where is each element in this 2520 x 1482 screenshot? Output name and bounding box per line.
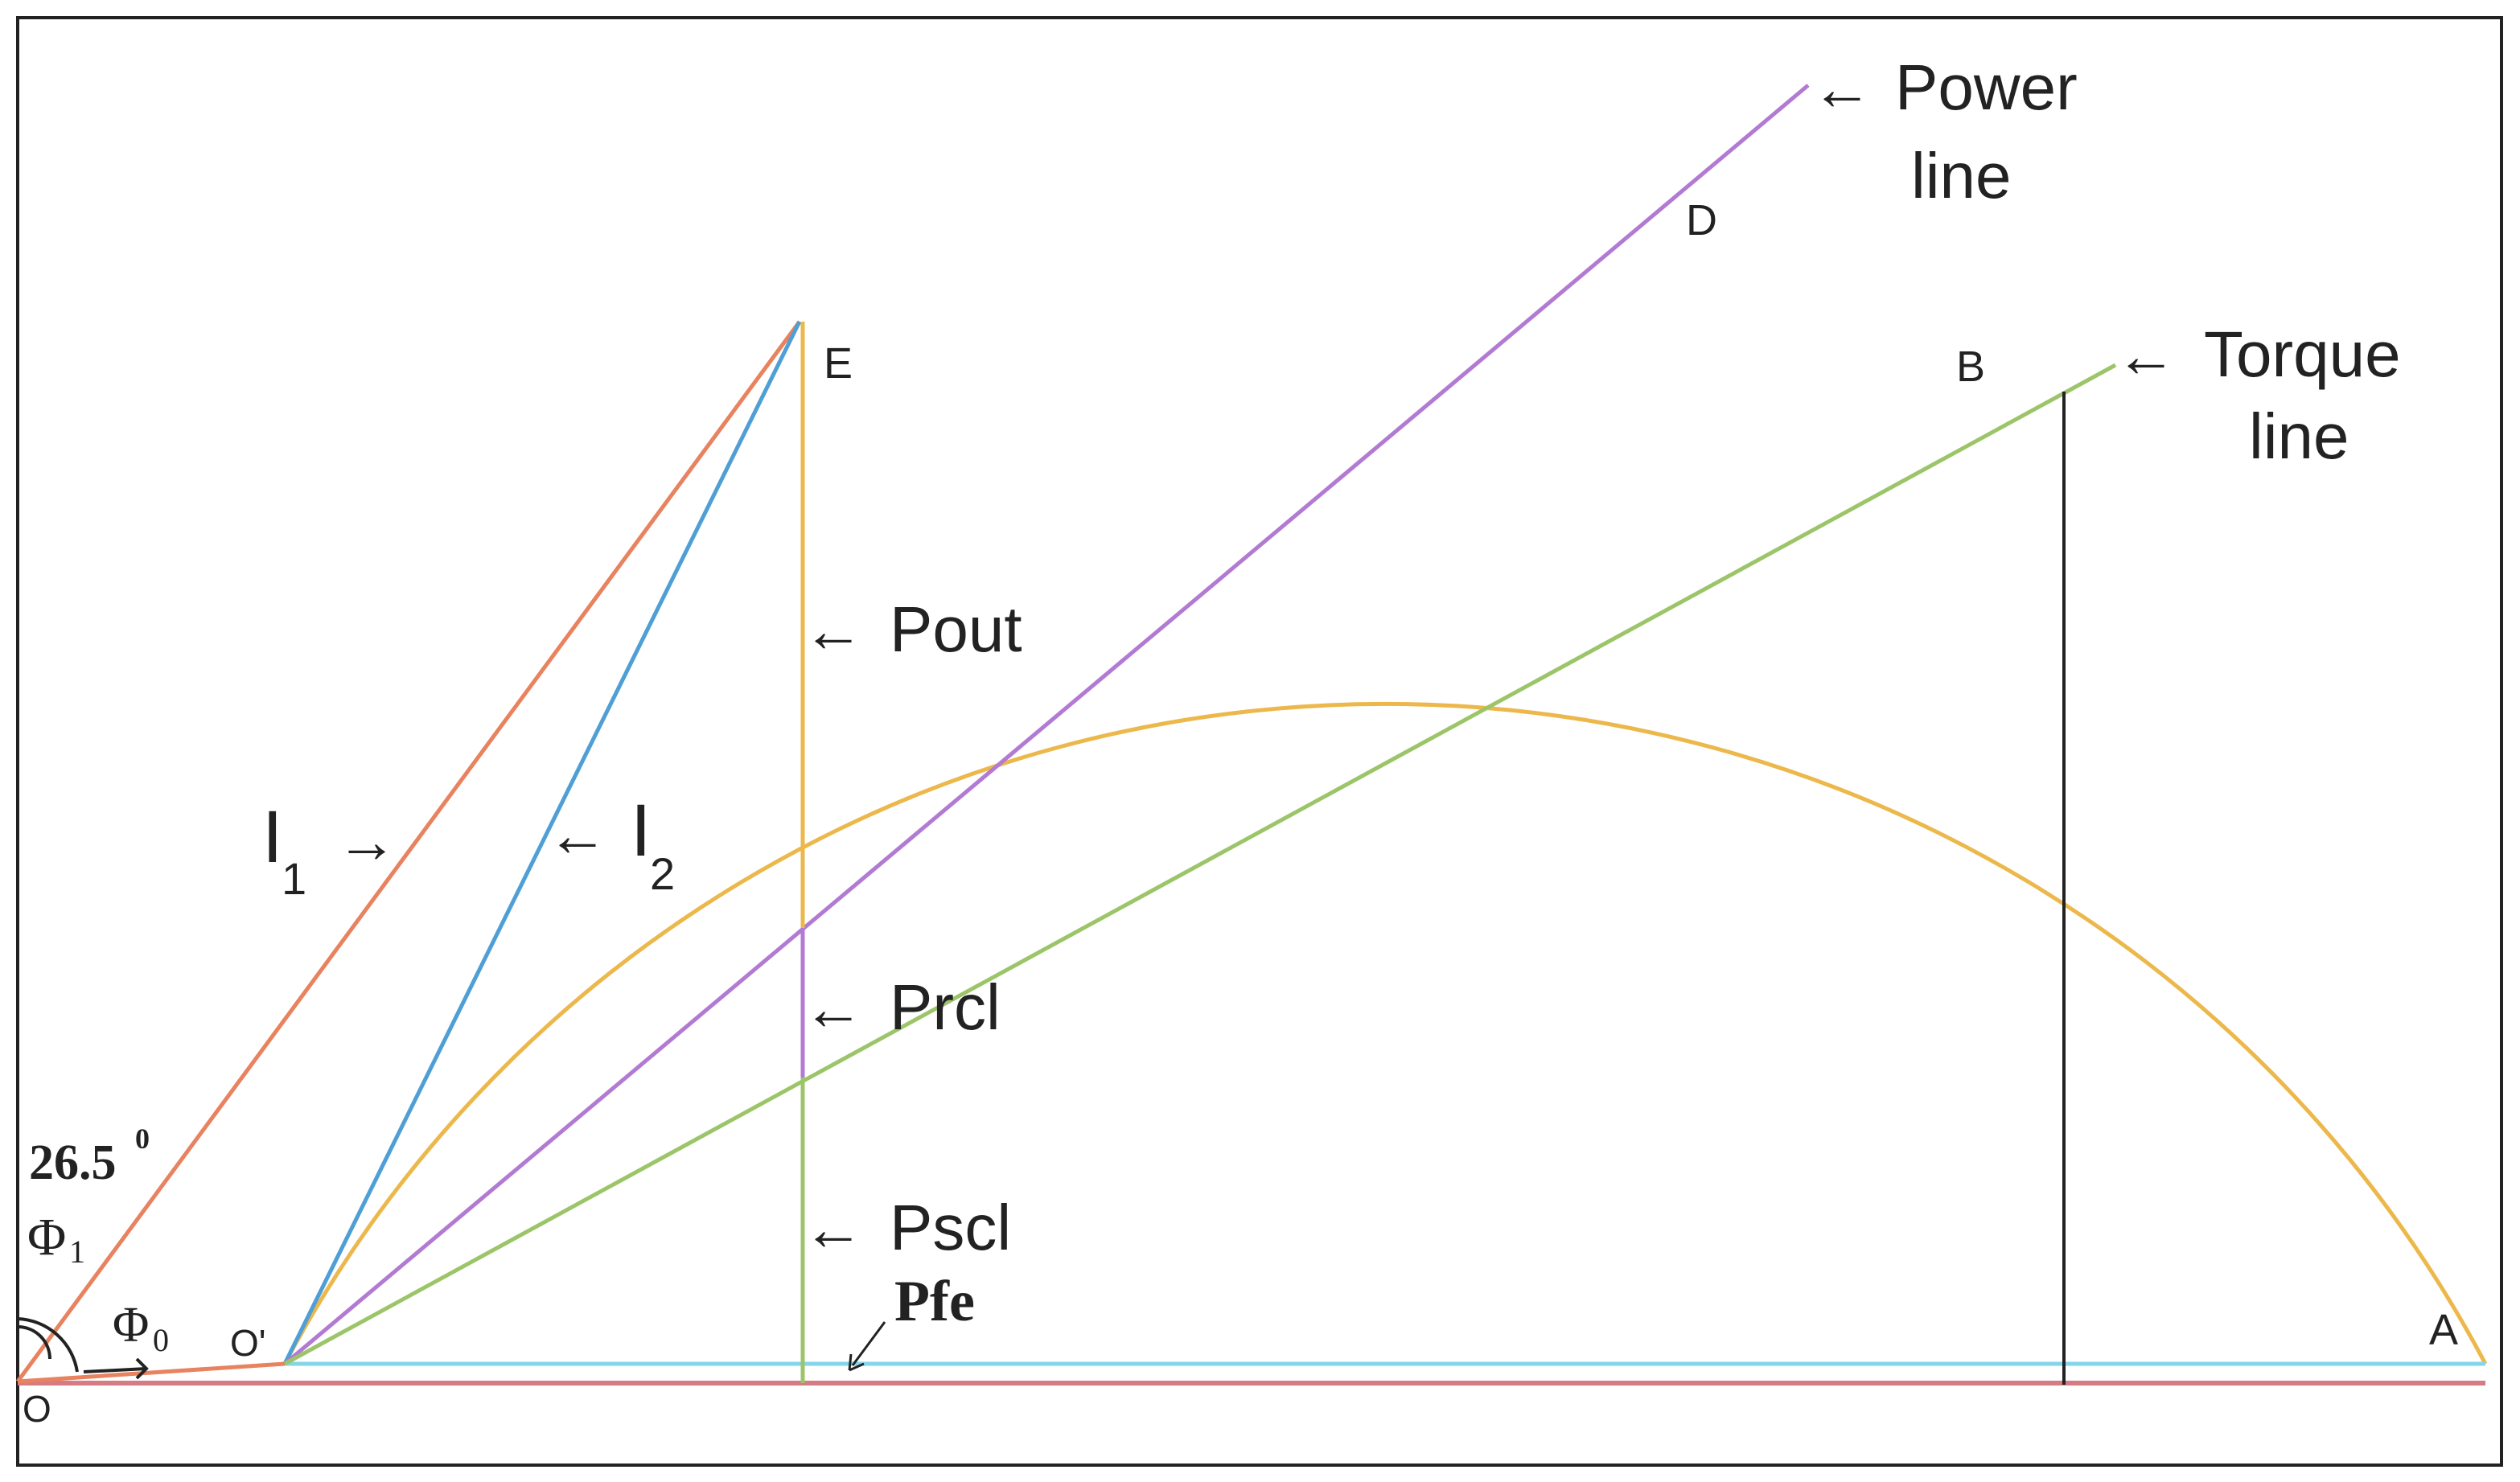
phi1-label: Φ <box>27 1208 66 1266</box>
pscl-arrow: ← <box>803 1195 864 1263</box>
i1-label: I <box>262 796 283 878</box>
torque-line <box>283 363 2117 1366</box>
i1-arrow: → <box>336 807 397 876</box>
phi0-arrow <box>83 1357 149 1380</box>
power-line-arrow: ← <box>1811 55 1873 123</box>
i1-subscript: 1 <box>282 853 306 904</box>
current-locus-semicircle <box>282 701 2488 1365</box>
point-a-label: A <box>2429 1306 2458 1354</box>
pout-arrow: ← <box>803 597 864 665</box>
angle-value-label: 26.5 <box>29 1135 117 1190</box>
i2-subscript: 2 <box>650 848 675 899</box>
phi1-subscript: 1 <box>69 1234 85 1270</box>
torque-line-label-2: line <box>2249 400 2349 472</box>
torque-line-arrow: ← <box>2115 322 2177 390</box>
phi0-angle-arc <box>17 1317 79 1373</box>
i2-arrow: ← <box>547 801 608 869</box>
i2-current-line <box>282 320 802 1365</box>
power-line-label-2: line <box>1911 140 2012 211</box>
point-e-label: E <box>824 339 853 388</box>
pout-label: Pout <box>890 593 1022 665</box>
prcl-arrow: ← <box>803 975 864 1043</box>
i2-label: I <box>631 790 652 872</box>
prcl-label: Prcl <box>890 971 1001 1043</box>
pscl-label: Pscl <box>890 1192 1011 1263</box>
no-load-current-line <box>17 1361 286 1384</box>
pfe-pointer-line <box>851 1321 886 1366</box>
angle-degree-sup: 0 <box>135 1123 150 1155</box>
phi0-subscript: 0 <box>153 1322 169 1358</box>
torque-line-label-1: Torque <box>2204 318 2401 390</box>
point-o-label: O <box>23 1388 51 1430</box>
point-b-label: B <box>1956 343 1985 391</box>
pfe-pointer-head <box>848 1353 865 1372</box>
point-o-prime-label: O' <box>230 1322 266 1364</box>
phi1-angle-arc <box>17 1325 51 1360</box>
diagram-frame <box>16 16 2503 1467</box>
phi0-label: Φ <box>113 1298 149 1353</box>
i1-current-line <box>15 320 802 1383</box>
point-d-label: D <box>1686 196 1717 244</box>
power-line <box>283 84 1810 1365</box>
pfe-label: Pfe <box>894 1269 975 1333</box>
power-line-label-1: Power <box>1895 51 2078 123</box>
